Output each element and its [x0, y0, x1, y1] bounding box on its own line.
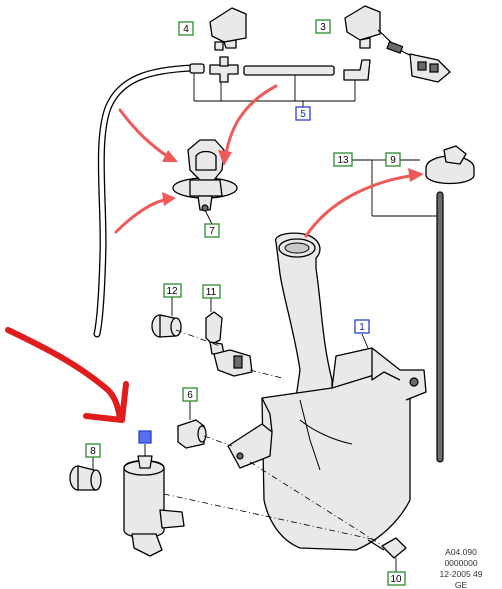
callout-8: 8: [85, 443, 101, 458]
callout-9: 9: [385, 152, 401, 167]
assembly-lines: [163, 329, 381, 545]
svg-text:6: 6: [187, 390, 193, 401]
svg-text:5: 5: [300, 109, 306, 120]
level-rod: [436, 191, 444, 463]
svg-text:9: 9: [390, 155, 396, 166]
level-sensor: [171, 297, 253, 377]
reference-line-4: GE: [455, 580, 468, 589]
svg-text:3: 3: [320, 22, 326, 33]
svg-text:10: 10: [390, 574, 402, 585]
callout-7: 7: [204, 223, 220, 238]
hose-clip: [172, 139, 238, 225]
svg-text:7: 7: [209, 226, 215, 237]
grommet-6: [177, 401, 207, 449]
callout-3: 3: [315, 19, 331, 34]
callout-13: 13: [333, 152, 353, 167]
washer-reservoir: [227, 232, 427, 551]
washer-nozzle-left: [209, 7, 247, 51]
svg-text:11: 11: [206, 287, 217, 298]
callout-11: 11: [202, 284, 221, 299]
leader-lines-13: [352, 159, 440, 217]
reference-line-1: A04.090: [445, 547, 477, 557]
callout-1: 1: [354, 319, 370, 334]
callout-12: 12: [163, 283, 182, 298]
callout-2: [138, 430, 152, 444]
reference-line-3: 12-2005 49: [439, 569, 482, 579]
tube-connector-set: [189, 56, 371, 83]
washer-nozzle-right: [344, 5, 451, 83]
callout-10: 10: [387, 571, 406, 586]
pink-assembly-arrows: [114, 84, 424, 238]
filler-cap: [425, 145, 475, 185]
grommet-8: [69, 457, 102, 491]
svg-text:4: 4: [183, 24, 189, 35]
washer-pump: [123, 444, 185, 557]
callout-5: 5: [295, 106, 311, 121]
svg-text:13: 13: [337, 155, 349, 166]
diagram-reference: A04.090 0000000 12-2005 49 GE: [439, 547, 482, 589]
svg-text:1: 1: [359, 322, 365, 333]
mounting-bolt: [367, 537, 407, 572]
red-pointer-arrow-icon: [5, 327, 129, 423]
svg-text:8: 8: [90, 446, 96, 457]
svg-text:12: 12: [166, 286, 178, 297]
leader-lines-5: [193, 73, 356, 107]
reference-line-2: 0000000: [444, 558, 477, 568]
grommet-12: [151, 314, 182, 338]
long-washer-hose: [93, 64, 196, 338]
callout-4: 4: [178, 21, 194, 36]
callout-6: 6: [182, 387, 198, 402]
